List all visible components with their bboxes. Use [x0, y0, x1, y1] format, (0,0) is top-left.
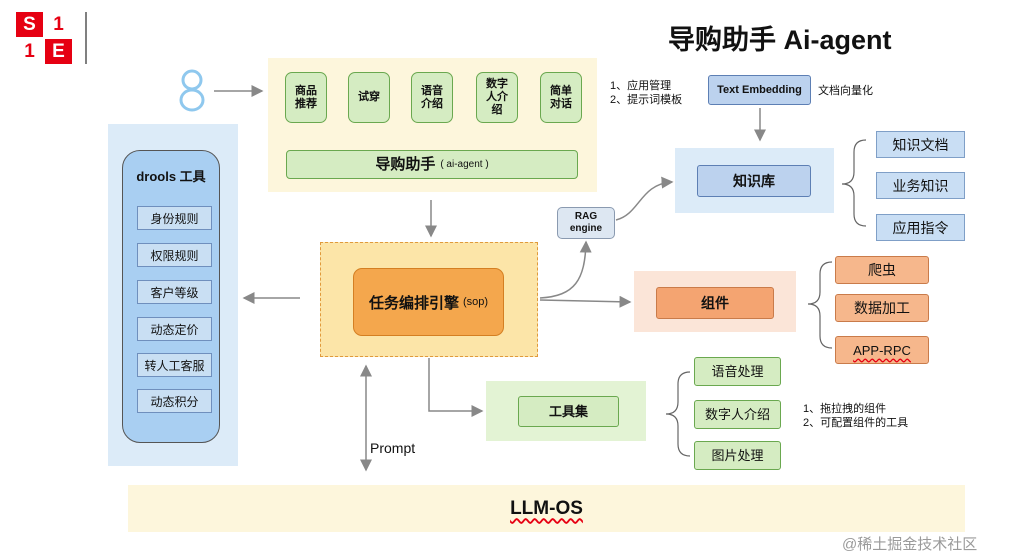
toolset-note: 1、拖拉拽的组件 2、可配置组件的工具: [803, 402, 908, 430]
knowledge-item-label: 应用指令: [892, 219, 949, 236]
module-label: 语音介绍: [421, 84, 443, 110]
rag-label: RAG: [574, 211, 598, 222]
knowledge-base-label: 知识库: [733, 173, 775, 189]
rule-identity[interactable]: 身份规则: [137, 206, 212, 230]
logo-char-1a: 1: [53, 13, 64, 35]
embedding-note: 文档向量化: [818, 85, 873, 97]
sop-engine-box[interactable]: 任务编排引擎 (sop): [353, 268, 504, 336]
llm-os-bar[interactable]: LLM-OS: [128, 485, 965, 532]
sop-sub: (sop): [462, 296, 489, 308]
module-try-on[interactable]: 试穿: [348, 72, 390, 123]
knowledge-item-docs[interactable]: 知识文档: [876, 131, 965, 158]
person-icon: [179, 69, 205, 112]
component-label: APP-RPC: [853, 342, 911, 358]
component-app-rpc[interactable]: APP-RPC: [835, 336, 929, 364]
toolset-label: 工具集: [548, 404, 588, 419]
tool-label: 语音处理: [711, 364, 764, 379]
rag-engine-box[interactable]: RAG engine: [557, 207, 615, 239]
knowledge-item-business[interactable]: 业务知识: [876, 172, 965, 199]
toolset-box[interactable]: 工具集: [518, 396, 619, 427]
module-digital-human[interactable]: 数字人介绍: [476, 72, 518, 123]
shopping-assistant-label: 导购助手: [375, 156, 436, 173]
note-line: 2、提示词模板: [610, 94, 683, 106]
text-embedding-box[interactable]: Text Embedding: [708, 75, 811, 105]
app-management-note: 1、应用管理 2、提示词模板: [610, 79, 682, 107]
rule-label: 转人工客服: [144, 358, 205, 373]
module-voice-intro[interactable]: 语音介绍: [411, 72, 453, 123]
page-title: 导购助手 Ai-agent: [668, 25, 892, 55]
module-label: 商品推荐: [295, 84, 317, 110]
tool-label: 数字人介绍: [704, 407, 770, 422]
logo-char-1b: 1: [24, 40, 35, 62]
knowledge-base-box[interactable]: 知识库: [697, 165, 811, 197]
component-label: 数据加工: [854, 300, 910, 316]
rule-label: 客户等级: [150, 285, 199, 300]
module-label: 数字人介绍: [486, 78, 508, 116]
tool-voice-processing[interactable]: 语音处理: [694, 357, 781, 386]
rule-label: 动态积分: [150, 394, 199, 409]
module-product-recommend[interactable]: 商品推荐: [285, 72, 327, 123]
sop-label: 任务编排引擎: [368, 294, 459, 312]
note-line: 1、应用管理: [610, 80, 672, 92]
tool-digital-human[interactable]: 数字人介绍: [694, 400, 781, 429]
prompt-label: Prompt: [370, 440, 416, 456]
drools-title: drools 工具: [136, 168, 206, 184]
rule-dynamic-points[interactable]: 动态积分: [137, 389, 212, 413]
logo: S 1 1 E: [16, 12, 74, 64]
module-label: 简单对话: [550, 84, 572, 110]
text-embedding-label: Text Embedding: [717, 84, 802, 96]
rule-customer-level[interactable]: 客户等级: [137, 280, 212, 304]
rule-human-service[interactable]: 转人工客服: [137, 353, 212, 377]
rule-dynamic-pricing[interactable]: 动态定价: [137, 317, 212, 341]
logo-char-e: E: [45, 39, 72, 64]
component-crawler[interactable]: 爬虫: [835, 256, 929, 284]
components-box[interactable]: 组件: [656, 287, 774, 319]
rag-sub: engine: [569, 223, 603, 234]
tool-label: 图片处理: [711, 448, 764, 463]
knowledge-item-label: 业务知识: [892, 177, 949, 194]
knowledge-item-label: 知识文档: [892, 136, 949, 153]
rule-permission[interactable]: 权限规则: [137, 243, 212, 267]
llm-os-label: LLM-OS: [510, 497, 583, 519]
module-label: 试穿: [358, 91, 380, 103]
component-label: 爬虫: [868, 262, 896, 278]
shopping-assistant-sub: ( ai-agent ): [440, 159, 489, 170]
knowledge-item-commands[interactable]: 应用指令: [876, 214, 965, 241]
note-line: 2、可配置组件的工具: [803, 417, 909, 429]
note-line: 1、拖拉拽的组件: [803, 403, 887, 415]
rule-label: 动态定价: [150, 322, 199, 337]
tool-image-processing[interactable]: 图片处理: [694, 441, 781, 470]
rule-label: 身份规则: [150, 211, 199, 226]
module-simple-dialog[interactable]: 简单对话: [540, 72, 582, 123]
component-data-processing[interactable]: 数据加工: [835, 294, 929, 322]
logo-char-s: S: [16, 12, 43, 37]
components-label: 组件: [701, 295, 729, 311]
shopping-assistant-main[interactable]: 导购助手 ( ai-agent ): [286, 150, 578, 179]
rule-label: 权限规则: [150, 248, 199, 263]
watermark: @稀土掘金技术社区: [842, 536, 978, 553]
